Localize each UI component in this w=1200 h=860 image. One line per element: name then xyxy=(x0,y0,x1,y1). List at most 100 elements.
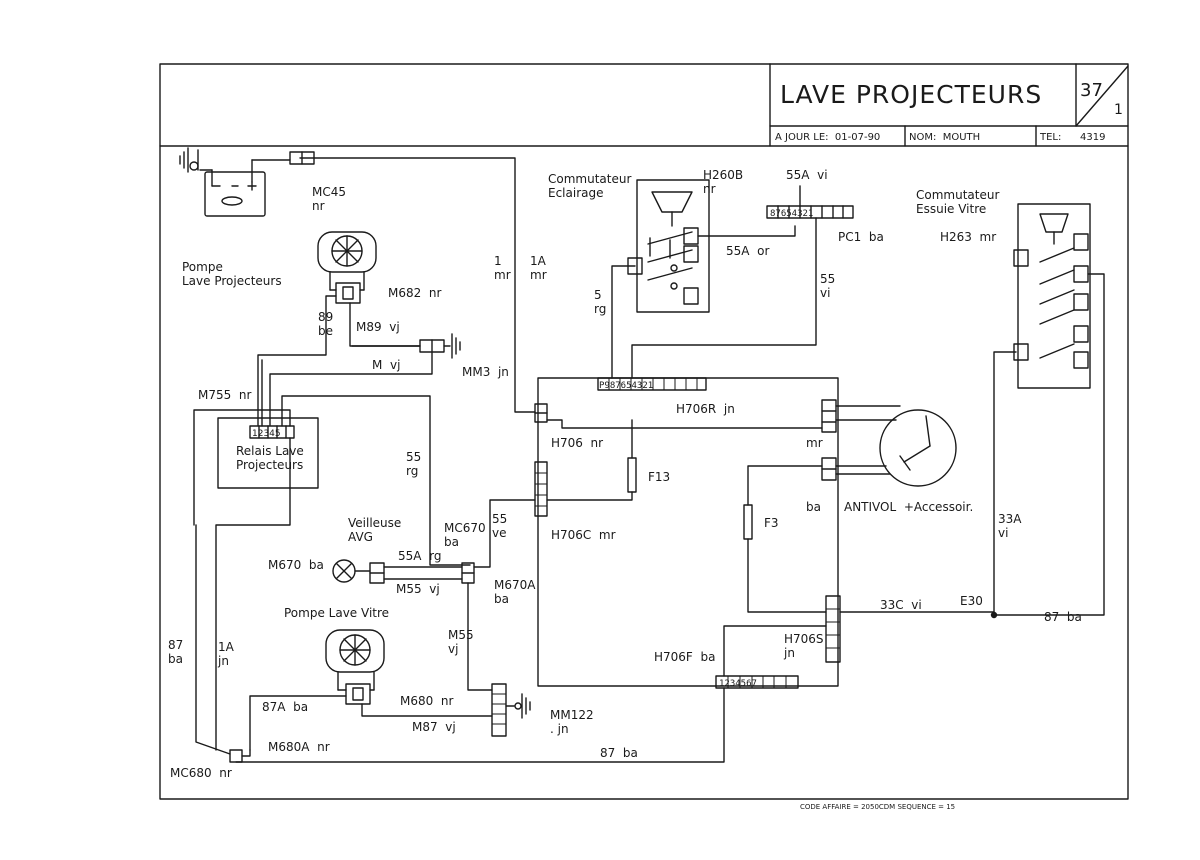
label-m680a: M680A nr xyxy=(268,740,330,754)
label-33c-vi: 33C vi xyxy=(880,598,922,612)
label-commutateur-eclairage: Commutateur Eclairage xyxy=(548,172,632,200)
author-name: NOM: MOUTH xyxy=(909,132,981,143)
wire-33a-vi xyxy=(993,351,1017,616)
wire-87-ba-right xyxy=(993,273,1105,616)
label-pompe-lave-projecteurs: Pompe Lave Projecteurs xyxy=(182,260,282,288)
antivol-switch xyxy=(835,405,957,487)
commutateur-essuie-vitre xyxy=(1013,203,1091,389)
tel-label: TEL: xyxy=(1040,132,1062,143)
label-e30: E30 xyxy=(960,594,983,608)
relais-box xyxy=(217,417,319,489)
label-m755: M755 nr xyxy=(198,388,252,402)
battery-symbol xyxy=(199,159,291,217)
label-h263: H263 mr xyxy=(940,230,997,244)
footer-code: CODE AFFAIRE = 2050CDM SEQUENCE = 15 xyxy=(800,803,956,811)
label-55-ve: 55 ve xyxy=(492,512,508,540)
label-55a-vi: 55A vi xyxy=(786,168,828,182)
label-87-ba: 87 ba xyxy=(168,638,184,666)
h706-right-connector-top xyxy=(821,399,837,433)
wire-87-ba-left xyxy=(195,524,231,755)
label-87-ba-bottom: 87 ba xyxy=(600,746,638,760)
label-55a-or: 55A or xyxy=(726,244,770,258)
h706r-connector xyxy=(597,377,707,391)
wire-m87-vj xyxy=(361,703,493,717)
label-ba: ba xyxy=(806,500,821,514)
label-m670a: M670A ba xyxy=(494,578,536,606)
diagram-title: LAVE PROJECTEURS xyxy=(780,80,1043,109)
mm122-connector xyxy=(491,683,507,737)
label-87-ba-right: 87 ba xyxy=(1044,610,1082,624)
label-mm122: MM122 . jn xyxy=(550,708,594,736)
pc1-connector xyxy=(766,205,854,219)
pump-lave-projecteurs xyxy=(317,231,377,304)
fuse-f13 xyxy=(627,457,637,493)
label-antivol: ANTIVOL +Accessoir. xyxy=(844,500,974,514)
label-m55-vj-2: M55 vj xyxy=(448,628,474,656)
wire-55-rg xyxy=(281,395,471,566)
ground-symbol-battery xyxy=(179,147,199,173)
label-f3: F3 xyxy=(764,516,779,530)
h706s-connector xyxy=(825,595,841,663)
label-m89: M89 vj xyxy=(356,320,400,334)
label-m682: M682 nr xyxy=(388,286,442,300)
wire-55-vi xyxy=(631,217,817,379)
label-h706: H706 nr xyxy=(551,436,604,450)
label-33a-vi: 33A vi xyxy=(998,512,1022,540)
fuse-f3 xyxy=(743,504,753,540)
label-h706c: H706C mr xyxy=(551,528,616,542)
label-m670: M670 ba xyxy=(268,558,324,572)
label-m55-vj: M55 vj xyxy=(396,582,440,596)
wire-m55-vj-2 xyxy=(467,582,493,691)
h706f-connector xyxy=(715,675,799,689)
ground-symbol-mm122 xyxy=(514,693,531,719)
sheet-sub: 1 xyxy=(1114,102,1123,118)
label-87a-ba: 87A ba xyxy=(262,700,309,714)
label-mc45: MC45 nr xyxy=(312,185,347,213)
label-h706r-pins: P987654321 xyxy=(599,381,654,391)
relais-connector xyxy=(249,425,295,439)
label-commutateur-essuie-vitre: Commutateur Essuie Vitre xyxy=(916,188,1000,216)
label-f13: F13 xyxy=(648,470,671,484)
title-block-frame xyxy=(159,63,1129,147)
label-h706s: H706S jn xyxy=(784,632,824,660)
wire-m-vj xyxy=(269,351,433,426)
wire-87a-ba xyxy=(249,695,347,751)
label-h706f: H706F ba xyxy=(654,650,716,664)
label-h706f-pins: 1234567 xyxy=(719,679,757,689)
label-m-vj: M vj xyxy=(372,358,401,372)
mc680-connector xyxy=(229,749,243,763)
wire-1a xyxy=(313,157,536,413)
wire-5-rg xyxy=(611,265,636,379)
label-1a-mr: 1A mr xyxy=(530,254,547,282)
wire-1a-jn xyxy=(215,437,291,751)
label-h260b: H260B nr xyxy=(703,168,744,196)
pump-lave-vitre xyxy=(325,629,385,705)
ground-symbol-mm3 xyxy=(451,333,461,359)
veilleuse-avg xyxy=(332,559,385,584)
label-1-mr: 1 mr xyxy=(494,254,511,282)
label-1a-jn: 1A jn xyxy=(218,640,234,668)
label-pc1-pins: 87654321 xyxy=(770,209,814,219)
label-relais-lave-projecteurs: Relais Lave Projecteurs xyxy=(236,444,304,472)
label-relais-pins: 12345 xyxy=(252,429,281,439)
label-55a-rg: 55A rg xyxy=(398,549,442,563)
tel-value: 4319 xyxy=(1080,132,1106,143)
label-pc1: PC1 ba xyxy=(838,230,884,244)
wire-89-be xyxy=(257,295,337,426)
label-5-rg: 5 rg xyxy=(594,288,607,316)
commutateur-eclairage xyxy=(627,179,710,313)
wire-55-ve xyxy=(473,499,536,568)
label-veilleuse-avg: Veilleuse AVG xyxy=(348,516,402,544)
label-pompe-lave-vitre: Pompe Lave Vitre xyxy=(284,606,390,620)
label-m87-vj: M87 vj xyxy=(412,720,456,734)
label-89-be: 89 be xyxy=(318,310,334,338)
label-mm3: MM3 jn xyxy=(462,365,509,379)
sheet-number: 37 xyxy=(1080,80,1103,101)
updated-date: A JOUR LE: 01-07-90 xyxy=(775,132,881,143)
label-55-vi: 55 vi xyxy=(820,272,836,300)
label-mc670: MC670 ba xyxy=(444,521,486,549)
wire-87-ba-bottom xyxy=(235,687,725,763)
wire-55a-or xyxy=(697,225,796,237)
